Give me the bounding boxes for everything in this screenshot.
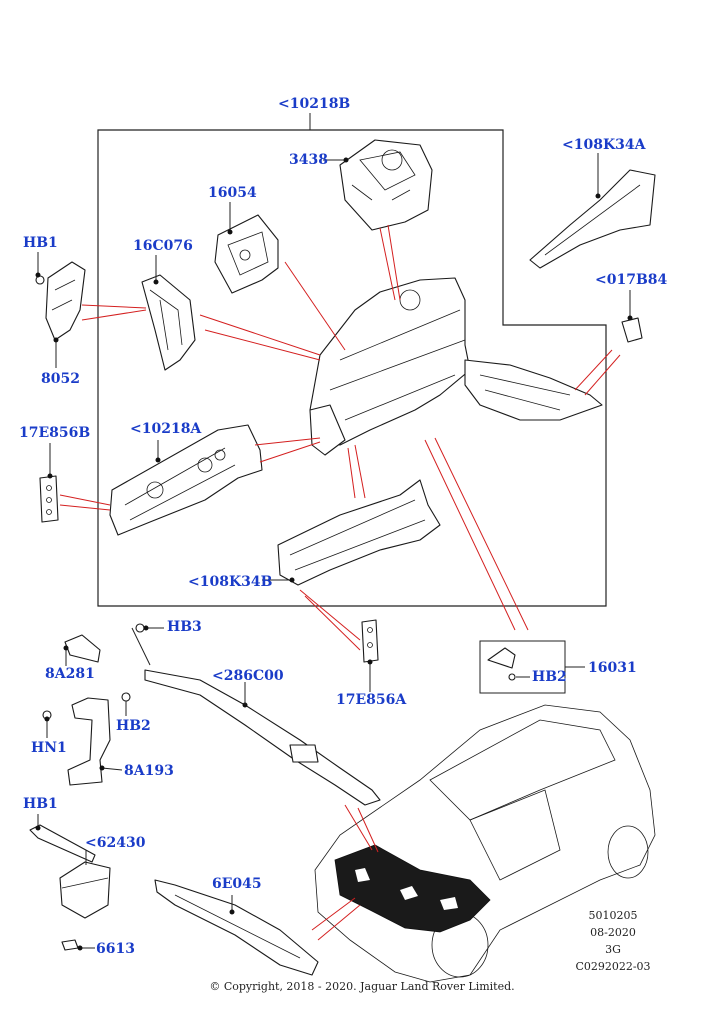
part-8A193-bracket[interactable] bbox=[42, 692, 131, 786]
callout-16054[interactable]: 16054 bbox=[208, 185, 257, 201]
callout-017B84[interactable]: <017B84 bbox=[595, 272, 668, 288]
callout-HB2-left[interactable]: HB2 bbox=[116, 718, 151, 734]
part-017B84-pad[interactable] bbox=[621, 317, 643, 343]
part-17E856A-plate[interactable] bbox=[361, 619, 379, 663]
part-17E856B-plate[interactable] bbox=[39, 475, 59, 523]
callout-HB1-top[interactable]: HB1 bbox=[23, 235, 58, 251]
red-leader-lines bbox=[59, 224, 621, 651]
callout-16031[interactable]: 16031 bbox=[588, 660, 637, 676]
part-16031-bracket[interactable] bbox=[487, 647, 516, 681]
inset-box-16031 bbox=[479, 640, 566, 694]
callout-8052[interactable]: 8052 bbox=[41, 371, 80, 387]
copyright-notice: © Copyright, 2018 - 2020. Jaguar Land Ro… bbox=[209, 980, 515, 993]
vehicle-outline bbox=[314, 704, 656, 983]
part-front-structure-assembly[interactable] bbox=[309, 277, 471, 456]
callout-108K34B[interactable]: <108K34B bbox=[188, 574, 273, 590]
callout-10218B[interactable]: <10218B bbox=[278, 96, 351, 112]
callout-HB1-bottom[interactable]: HB1 bbox=[23, 796, 58, 812]
part-3438-strut-tower[interactable] bbox=[339, 139, 433, 231]
part-16054-bracket[interactable] bbox=[214, 214, 279, 294]
callout-10218A[interactable]: <10218A bbox=[130, 421, 202, 437]
part-108K34B-rail[interactable] bbox=[277, 479, 441, 586]
callout-16C076[interactable]: 16C076 bbox=[133, 238, 193, 254]
part-6E045-rail[interactable] bbox=[154, 879, 319, 976]
callout-HB2-inset[interactable]: HB2 bbox=[532, 669, 567, 685]
callout-17E856B[interactable]: 17E856B bbox=[19, 425, 91, 441]
callout-108K34A[interactable]: <108K34A bbox=[562, 137, 646, 153]
part-8A281-bracket[interactable] bbox=[64, 623, 145, 663]
callout-286C00[interactable]: <286C00 bbox=[212, 668, 284, 684]
part-8052-bracket[interactable] bbox=[35, 261, 86, 341]
callout-6613[interactable]: 6613 bbox=[96, 941, 135, 957]
part-10218A-sidemember[interactable] bbox=[109, 424, 263, 536]
ref-code: 3G bbox=[605, 943, 621, 956]
part-floor-tunnel[interactable] bbox=[464, 359, 603, 421]
callout-8A281[interactable]: 8A281 bbox=[45, 666, 95, 682]
ref-number: 5010205 bbox=[588, 909, 638, 922]
part-108K34A-rail[interactable] bbox=[529, 169, 656, 269]
callout-17E856A[interactable]: 17E856A bbox=[336, 692, 407, 708]
callout-8A193[interactable]: 8A193 bbox=[124, 763, 174, 779]
callout-3438[interactable]: 3438 bbox=[289, 152, 328, 168]
part-16C076-reinforcement[interactable] bbox=[141, 274, 196, 371]
callout-62430[interactable]: <62430 bbox=[85, 835, 146, 851]
callout-HB3[interactable]: HB3 bbox=[167, 619, 202, 635]
assembly-frame-10218B bbox=[97, 129, 607, 607]
ref-date: 08-2020 bbox=[590, 926, 636, 939]
callout-HN1[interactable]: HN1 bbox=[31, 740, 67, 756]
part-286C00-crossmember[interactable] bbox=[144, 669, 381, 806]
callout-6E045[interactable]: 6E045 bbox=[212, 876, 262, 892]
ref-illustration-id: C0292022-03 bbox=[575, 960, 651, 973]
part-62430-mount[interactable] bbox=[29, 824, 111, 951]
